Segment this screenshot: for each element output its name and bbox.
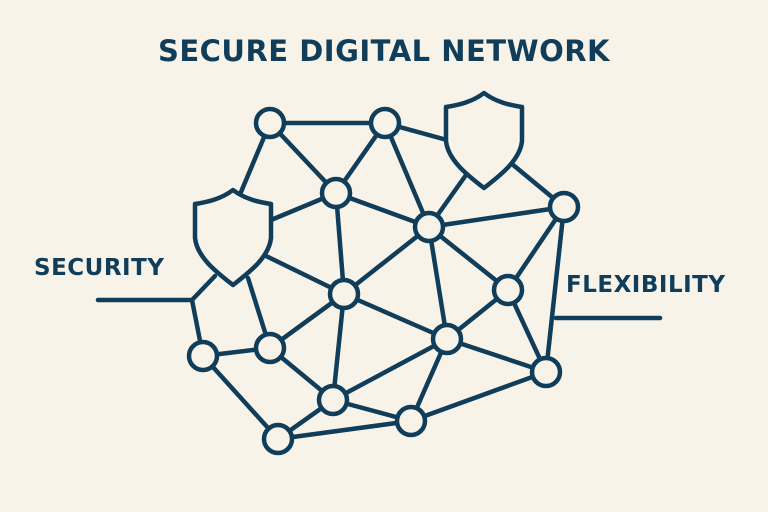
network-link: [341, 291, 450, 342]
network-node: [547, 190, 581, 224]
network-node: [327, 277, 361, 311]
network-node: [186, 339, 220, 373]
network-link: [426, 224, 450, 342]
network-link: [330, 291, 347, 403]
network-link: [543, 204, 567, 375]
network-node: [253, 106, 287, 140]
diagram-title: SECURE DIGITAL NETWORK: [157, 34, 611, 68]
network-link: [341, 224, 432, 297]
network-node: [412, 210, 446, 244]
network-link: [426, 204, 567, 230]
network-link: [330, 336, 450, 403]
network-link: [505, 204, 567, 293]
network-node: [529, 355, 563, 389]
security-label: SECURITY: [34, 255, 165, 281]
network-node: [368, 106, 402, 140]
network-link: [189, 273, 218, 303]
network-node: [319, 176, 353, 210]
network-node: [253, 331, 287, 365]
flexibility-label: FLEXIBILITY: [566, 272, 726, 298]
network-link: [275, 418, 414, 442]
shield-icon: [443, 90, 525, 191]
network-link: [426, 224, 511, 293]
network-link: [382, 120, 432, 230]
network-link: [333, 190, 347, 297]
network-node: [430, 322, 464, 356]
network-node: [491, 273, 525, 307]
network-link: [408, 369, 549, 424]
network-link: [333, 190, 432, 230]
network-link: [444, 336, 549, 375]
network-node: [261, 422, 295, 456]
network-node: [394, 404, 428, 438]
network-node: [316, 383, 350, 417]
network-link: [200, 353, 281, 442]
shield-icon: [192, 187, 274, 288]
